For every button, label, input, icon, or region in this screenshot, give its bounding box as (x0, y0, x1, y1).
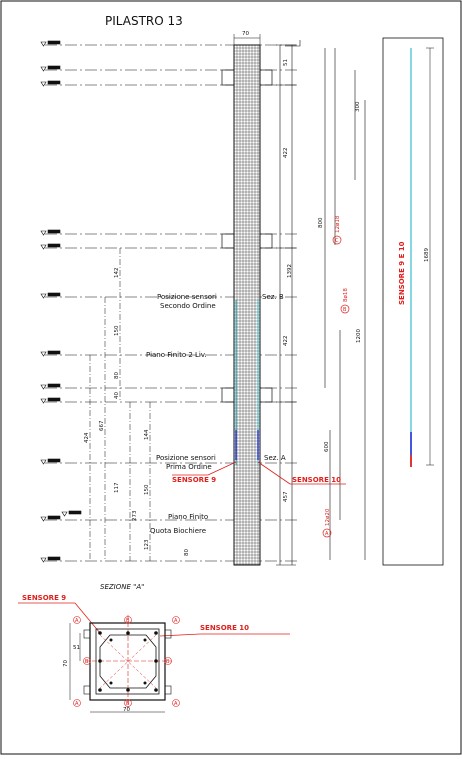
dim-457: 457 (283, 491, 289, 502)
sensor-side-panel: SENSORE 9 E 10 1689 (382, 37, 444, 566)
side-panel-title: SENSORE 9 E 10 (398, 241, 406, 305)
dim-80b: 80 (184, 549, 190, 556)
dim-123: 123 (144, 539, 150, 550)
dim-144: 144 (144, 429, 150, 440)
svg-text:B: B (166, 659, 170, 665)
rebar-a-label: 12ø20 (325, 508, 331, 526)
section-title: SEZIONE "A" (100, 583, 144, 591)
quota-biochiere-label: Quota Biochiere (150, 527, 206, 535)
section-dim-70v: 70 (63, 660, 69, 667)
svg-text:A: A (75, 701, 79, 707)
rebar-marks: C 12ø18 B 8ø18 A 12ø20 (322, 215, 350, 538)
dim-422b: 422 (283, 336, 289, 347)
left-dim-labels: 142 150 80 40 424 667 144 117 150 273 12… (84, 268, 190, 557)
drawing-title: PILASTRO 13 (105, 14, 183, 28)
rebar-b-label: 8ø18 (343, 288, 349, 302)
svg-text:C: C (335, 238, 339, 244)
sensor-9-label: SENSORE 9 (172, 476, 216, 484)
section-mark-labels: A B A B B A B A (75, 618, 178, 707)
sensor-10-label: SENSORE 10 (292, 476, 341, 484)
level-lines (45, 44, 300, 562)
dim-1689: 1689 (424, 248, 430, 262)
sensor-9-callout: SENSORE 9 (172, 461, 237, 484)
dim-40: 40 (114, 392, 120, 399)
piano-finito-label: Piano Finito (168, 513, 208, 521)
piano-finito-2-label: Piano Finito 2 Liv. (146, 351, 207, 359)
sez-b-label: Sez. B (262, 293, 284, 301)
svg-text:B: B (126, 618, 130, 624)
level-markers (40, 40, 82, 563)
dim-150: 150 (114, 325, 120, 336)
rebar-mark-a (322, 528, 332, 538)
dim-667: 667 (99, 420, 105, 431)
rebar-mark-c (332, 235, 342, 245)
pos-sensori-1-line2: Prima Ordine (166, 463, 212, 471)
dim-424: 424 (84, 432, 90, 443)
pos-sensori-1-line1: Posizione sensori (156, 454, 216, 462)
sensor-10-callout: SENSORE 10 (257, 461, 346, 485)
svg-text:A: A (325, 531, 329, 537)
section-sensor-9: SENSORE 9 (18, 594, 101, 634)
section-dim-51: 51 (73, 645, 80, 651)
dim-51: 51 (283, 59, 289, 66)
section-rebars (98, 631, 158, 692)
dim-800: 800 (318, 217, 324, 228)
dim-80: 80 (114, 372, 120, 379)
dim-142: 142 (114, 268, 120, 279)
dim-1200: 1200 (356, 329, 362, 343)
svg-text:B: B (343, 307, 347, 313)
section-sensor-10-label: SENSORE 10 (200, 624, 249, 632)
right-dim-labels: 51 422 1392 422 457 300 800 1200 600 (283, 59, 362, 502)
rebar-c-label: 12ø18 (335, 215, 341, 233)
dim-273: 273 (132, 510, 138, 521)
section-sensor-9-label: SENSORE 9 (22, 594, 66, 602)
pos-sensori-2-line2: Secondo Ordine (160, 302, 216, 310)
top-dim-label: 70 (242, 31, 249, 37)
section-dim-70h: 70 (123, 707, 130, 713)
column-body (233, 44, 261, 566)
dim-1392: 1392 (287, 264, 293, 278)
section-column (83, 615, 172, 708)
svg-text:A: A (174, 701, 178, 707)
left-dim-lines (89, 248, 151, 561)
pos-sensori-2-line1: Posizione sensori (157, 293, 217, 301)
svg-text:A: A (174, 618, 178, 624)
dim-422a: 422 (283, 148, 289, 159)
rebar-mark-b (340, 304, 350, 314)
right-dim-lines (276, 40, 366, 566)
dim-150b: 150 (144, 484, 150, 495)
svg-text:A: A (75, 618, 79, 624)
svg-text:B: B (85, 659, 89, 665)
svg-text:B: B (126, 701, 130, 707)
dim-117: 117 (114, 482, 120, 493)
section-marks (73, 616, 180, 707)
section-dims (69, 623, 165, 713)
top-dimension (233, 34, 261, 45)
dim-600: 600 (324, 441, 330, 452)
section-sensor-10: SENSORE 10 (159, 624, 290, 637)
dim-300: 300 (355, 101, 361, 112)
beam-stubs (221, 69, 273, 403)
sez-a-label: Sez. A (264, 454, 286, 462)
